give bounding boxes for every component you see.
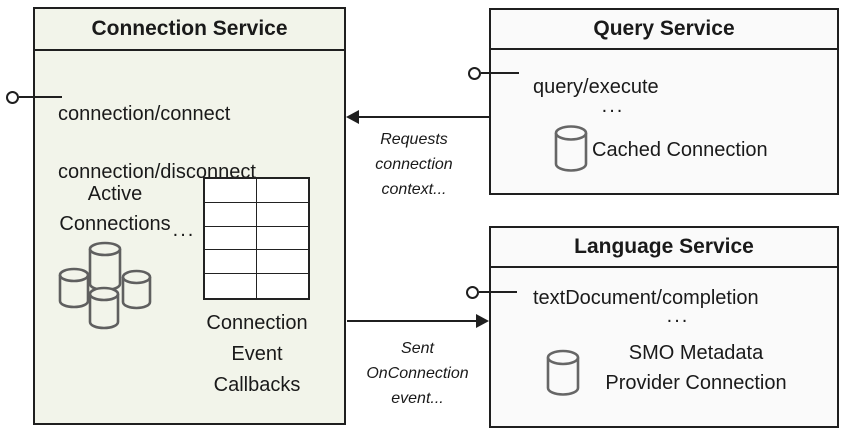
interface-line-query [481,72,519,74]
callback-table-cell [256,203,308,227]
sent-arrow-label: Sent OnConnection event... [366,340,469,407]
callbacks-label: Connection Event Callbacks [206,312,308,396]
interface-line-connection [19,96,62,98]
cached-connection-label: Cached Connection [592,139,768,161]
connection-service-box: Connection Service connection/connect co… [33,7,346,425]
smo-metadata-connection-label: SMO Metadata Provider Connection [605,342,787,394]
interface-circle-query [468,67,481,80]
callback-table-cell [256,250,308,275]
active-connections-label: Active Connections [59,183,171,235]
query-service-box: Query Service query/execute ... Cached C… [489,8,839,195]
interface-line-language [479,291,517,293]
requests-arrow-label: Requests connection context... [375,131,453,198]
requests-arrowhead-icon [346,110,359,124]
callback-table-cell [205,179,257,203]
language-service-box: Language Service textDocument/completion… [489,226,839,428]
method-textdocument-completion: textDocument/completion [533,287,759,309]
query-methods-ellipsis: ... [601,95,625,117]
connection-service-title: Connection Service [35,9,344,51]
interface-circle-connection [6,91,19,104]
callback-table-cell [256,227,308,251]
requests-arrow-line [352,116,489,118]
sent-arrowhead-icon [476,314,489,328]
callback-table-cell [205,226,257,251]
method-connection-connect: connection/connect [58,103,231,125]
database-icon [554,125,588,172]
language-methods-ellipsis: ... [666,305,690,327]
database-icon [546,349,580,396]
database-cluster-icon [58,241,152,330]
callback-table-cell [257,274,309,298]
language-service-title: Language Service [491,228,837,268]
query-service-title: Query Service [491,10,837,50]
methods-ellipsis: ... [172,219,196,241]
callback-table-cell [205,250,257,275]
callback-table [203,177,310,300]
callback-table-cell [205,202,257,227]
sent-arrow-line [347,320,483,322]
callback-table-cell [256,179,308,203]
method-query-execute: query/execute [533,76,659,98]
callback-table-cell [205,274,257,298]
interface-circle-language [466,286,479,299]
